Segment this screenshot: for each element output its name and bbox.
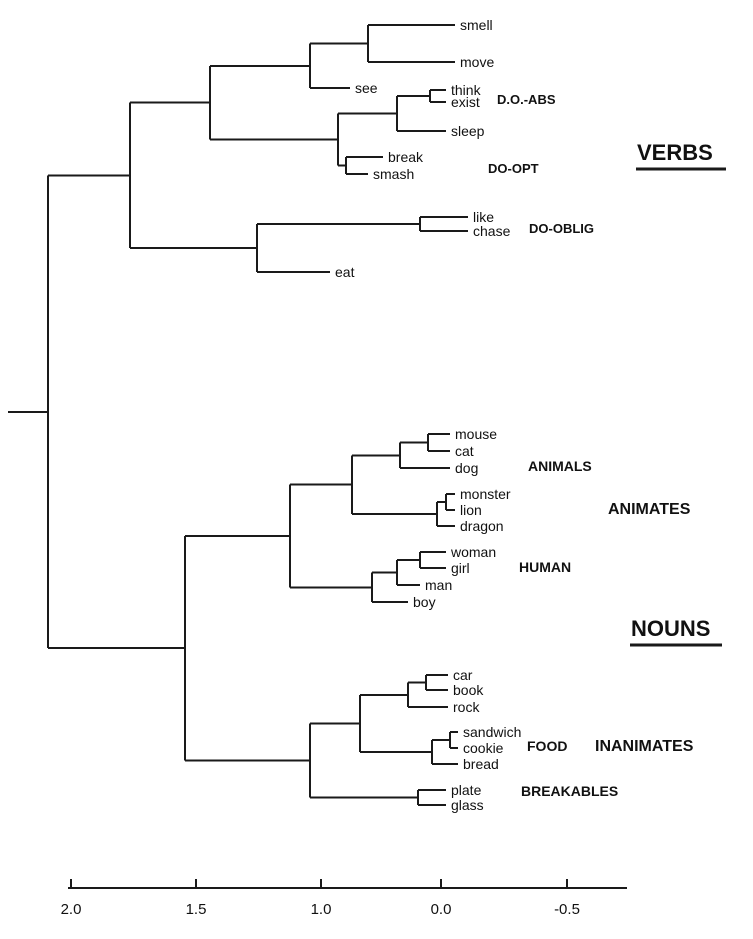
leaf-label: exist [451,94,480,110]
leaf-label: monster [460,486,511,502]
leaf-label: move [460,54,494,70]
axis-tick-label: -0.5 [554,901,580,918]
cluster-label: BREAKABLES [521,783,618,799]
leaf-label: smell [460,17,493,33]
cluster-label: HUMAN [519,559,571,575]
leaf-label: cookie [463,740,504,756]
leaf-label: see [355,80,378,96]
axis-tick-label: 1.0 [311,901,332,918]
leaf-label: lion [460,502,482,518]
leaf-label: cat [455,443,474,459]
leaf-label: rock [453,699,480,715]
leaf-label: bread [463,756,499,772]
leaf-label: car [453,667,473,683]
leaf-label: break [388,149,424,165]
cluster-label: FOOD [527,738,567,754]
leaf-label: glass [451,797,484,813]
leaf-label: sleep [451,123,485,139]
leaf-label: book [453,682,484,698]
axis-tick-label: 0.0 [431,901,452,918]
leaf-label: mouse [455,426,497,442]
axis-tick-label: 2.0 [61,901,82,918]
leaf-label: eat [335,264,355,280]
leaf-label: dragon [460,518,504,534]
leaf-label: sandwich [463,724,521,740]
cluster-label: DO-OBLIG [529,221,594,236]
leaf-label: girl [451,560,470,576]
cluster-label: NOUNS [631,616,710,641]
leaf-label: like [473,209,494,225]
cluster-label: D.O.-ABS [497,92,556,107]
leaf-label: dog [455,460,478,476]
cluster-label: ANIMATES [608,501,691,518]
cluster-label: INANIMATES [595,738,694,755]
leaf-label: woman [450,544,496,560]
cluster-label: VERBS [637,140,713,165]
leaf-label: man [425,577,452,593]
leaf-label: chase [473,223,511,239]
cluster-label: DO-OPT [488,161,539,176]
leaf-label: think [451,82,482,98]
axis-tick-label: 1.5 [186,901,207,918]
leaf-label: plate [451,782,482,798]
cluster-label: ANIMALS [528,458,592,474]
leaf-label: boy [413,594,436,610]
leaf-label: smash [373,166,414,182]
